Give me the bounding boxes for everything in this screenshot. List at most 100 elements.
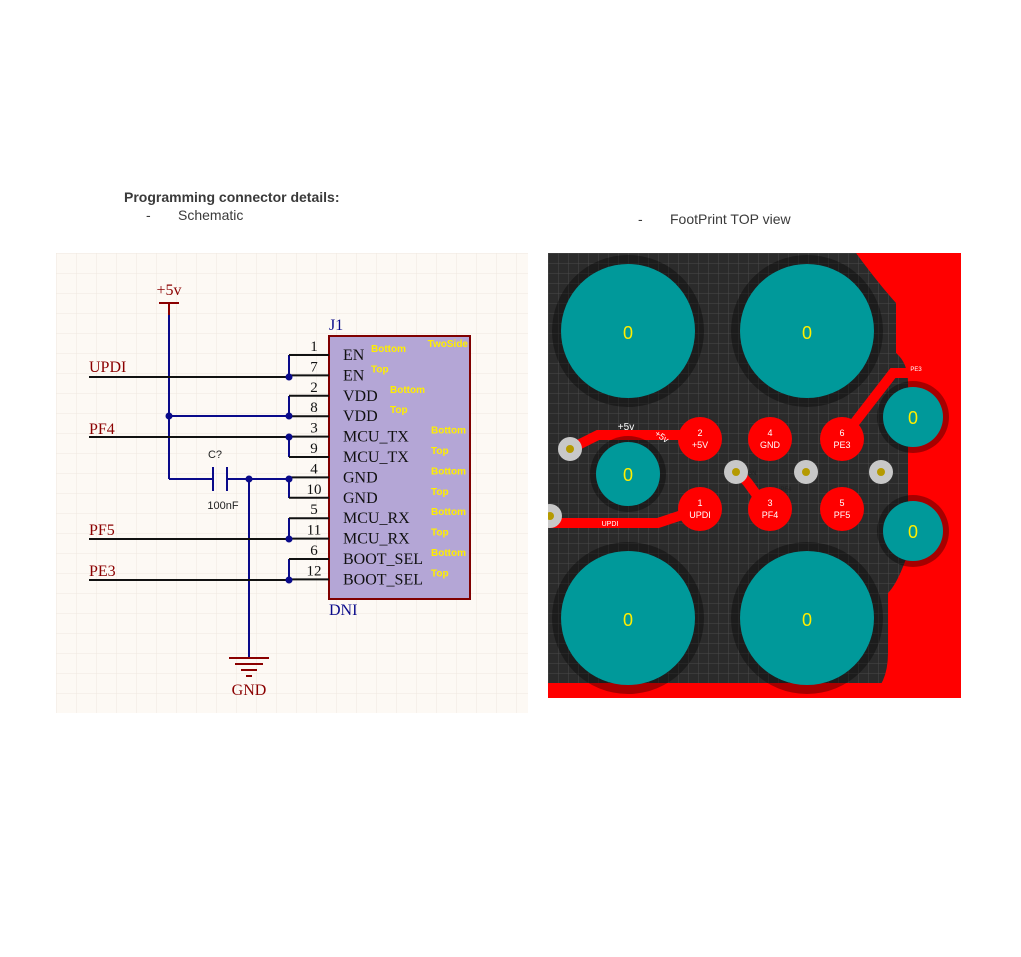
pad-number: 2 bbox=[697, 428, 702, 438]
bottom-copper-strip bbox=[548, 683, 961, 698]
pin-side-label: Bottom bbox=[431, 466, 466, 477]
bullet-schematic-label: Schematic bbox=[178, 207, 244, 223]
trace-label-pf4: PF4 bbox=[780, 487, 792, 493]
pin-name: EN bbox=[343, 367, 365, 384]
via bbox=[869, 460, 893, 484]
mount-hole-label: 0 bbox=[802, 610, 812, 630]
mount-hole-label: 0 bbox=[802, 323, 812, 343]
pad-net: UPDI bbox=[689, 510, 711, 520]
pin-number: 5 bbox=[310, 502, 318, 518]
pin-side-label: Bottom bbox=[371, 344, 406, 355]
capacitor-ref: C? bbox=[208, 449, 222, 461]
pin-name: BOOT_SEL bbox=[343, 571, 423, 588]
pin-side-label: Top bbox=[431, 528, 449, 539]
via bbox=[724, 460, 748, 484]
mount-hole-top-right bbox=[740, 264, 874, 398]
pin-side-label: Top bbox=[371, 364, 389, 375]
pin-number: 12 bbox=[307, 563, 322, 579]
connector-corner-note: TwoSide bbox=[428, 339, 469, 350]
pin-side-label: Top bbox=[431, 568, 449, 579]
mount-hole-bottom-left bbox=[561, 551, 695, 685]
mount-hole-center bbox=[596, 442, 660, 506]
mount-hole-label: 0 bbox=[908, 522, 918, 542]
net-label-pe3: PE3 bbox=[89, 563, 116, 580]
pin-number: 9 bbox=[310, 441, 318, 457]
mount-hole-top-left bbox=[561, 264, 695, 398]
mount-hole-right-bottom bbox=[883, 501, 943, 561]
pad-net: PF4 bbox=[762, 510, 779, 520]
pin-name: EN bbox=[343, 347, 365, 364]
pad-net: PF5 bbox=[834, 510, 851, 520]
connector-body bbox=[328, 335, 471, 600]
trace-label-pe3: PE3 bbox=[910, 367, 922, 373]
pad-number: 1 bbox=[697, 498, 702, 508]
trace-label-updi: UPDI bbox=[602, 521, 619, 528]
net-label-group: UPDI PF4 PF5 PE3 bbox=[89, 359, 126, 580]
mount-hole-right-top bbox=[883, 387, 943, 447]
section-heading: Programming connector details: bbox=[124, 189, 340, 205]
mount-hole-label: 0 bbox=[623, 323, 633, 343]
trace-pe3 bbox=[837, 368, 961, 444]
pin-number: 11 bbox=[307, 523, 321, 539]
pin-side-label: Bottom bbox=[390, 385, 425, 396]
bullet-dash: - bbox=[638, 211, 643, 227]
ground-net-label: GND bbox=[232, 682, 267, 699]
bullet-dash: - bbox=[146, 207, 151, 223]
pad-copper bbox=[748, 487, 792, 531]
pin-number: 4 bbox=[310, 461, 318, 477]
pad-number: 3 bbox=[767, 498, 772, 508]
pin-side-label: Bottom bbox=[431, 426, 466, 437]
capacitor-value: 100nF bbox=[207, 500, 238, 512]
pin-side-label: Bottom bbox=[431, 548, 466, 559]
pin-number: 7 bbox=[310, 359, 318, 375]
connector-note: DNI bbox=[329, 602, 357, 619]
pad-net: PE3 bbox=[833, 440, 850, 450]
mount-hole-label: 0 bbox=[908, 408, 918, 428]
pin-name: GND bbox=[343, 490, 378, 507]
via bbox=[558, 437, 582, 461]
pad-copper bbox=[678, 417, 722, 461]
net-label-updi: UPDI bbox=[89, 359, 126, 376]
pin-side-label: Top bbox=[390, 405, 408, 416]
pin-name: MCU_TX bbox=[343, 449, 409, 466]
pin-side-label: Top bbox=[431, 487, 449, 498]
pin-name: VDD bbox=[343, 388, 378, 405]
schematic-diagram: +5v UPDI PF4 PF5 PE3 C? 100nF G bbox=[56, 253, 528, 713]
mount-hole-bottom-right bbox=[740, 551, 874, 685]
net-label-pf4: PF4 bbox=[89, 421, 115, 438]
net-label-pf5: PF5 bbox=[89, 522, 115, 539]
pad-net: GND bbox=[760, 440, 781, 450]
junction-dots bbox=[165, 373, 293, 584]
pad-number: 4 bbox=[767, 428, 772, 438]
pin-number: 2 bbox=[310, 380, 318, 396]
power-net-label: +5v bbox=[156, 282, 181, 299]
footprint-view: +5v +5v UPDI PE3 GN PF4 0 0 0 0 bbox=[548, 253, 961, 698]
pad-copper bbox=[678, 487, 722, 531]
connector-ref: J1 bbox=[329, 317, 343, 334]
pad-copper bbox=[748, 417, 792, 461]
pin-name: MCU_TX bbox=[343, 429, 409, 446]
pin-number: 6 bbox=[310, 543, 318, 559]
schematic-wires bbox=[168, 315, 290, 658]
pin-number: 3 bbox=[310, 421, 318, 437]
pad-number: 5 bbox=[839, 498, 844, 508]
mounting-holes-large: 0 0 0 0 bbox=[552, 255, 883, 694]
pad-number: 6 bbox=[839, 428, 844, 438]
pin-name: MCU_RX bbox=[343, 510, 410, 527]
pad-copper bbox=[820, 487, 864, 531]
pin-name: MCU_RX bbox=[343, 531, 410, 548]
mount-hole-label: 0 bbox=[623, 465, 633, 485]
pin-name: GND bbox=[343, 469, 378, 486]
ground-symbol bbox=[229, 657, 269, 677]
pad-2: 2+5V bbox=[678, 417, 722, 461]
bullet-footprint: -FootPrint TOP view bbox=[638, 211, 791, 227]
trace-label-5v-a: +5v bbox=[618, 422, 634, 433]
pin-side-label: Bottom bbox=[431, 507, 466, 518]
